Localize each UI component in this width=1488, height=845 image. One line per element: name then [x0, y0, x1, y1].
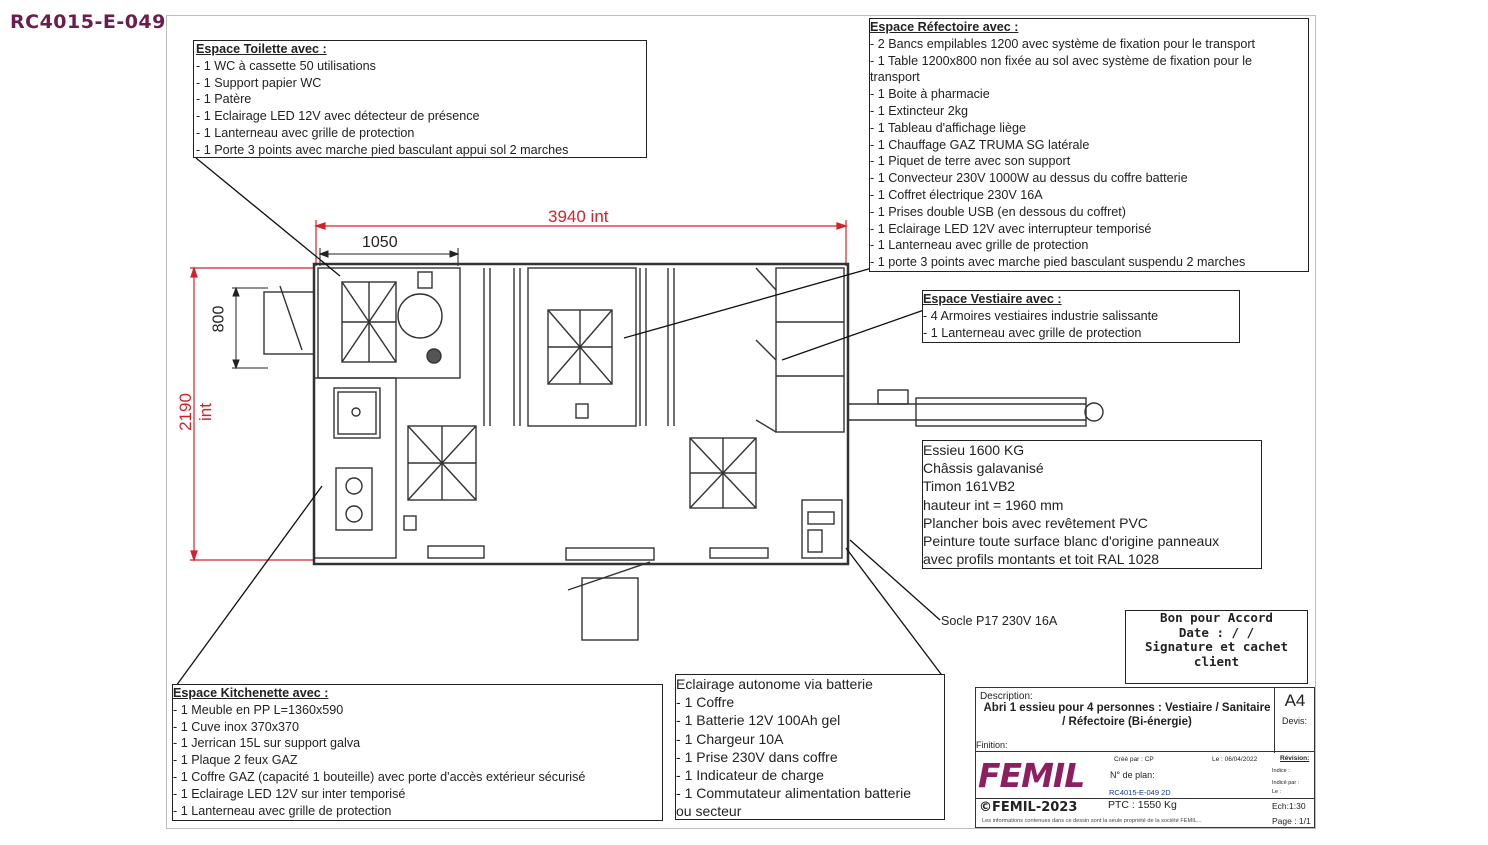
- door-width-dimension: 800: [210, 305, 228, 333]
- description-label: Description:: [980, 691, 1033, 702]
- drawing-sheet-border: [166, 15, 1316, 829]
- list-item: - 1 Piquet de terre avec son support: [870, 154, 1071, 169]
- spec-item: Essieu 1600 KG: [923, 442, 1025, 458]
- list-item: - 2 Bancs empilables 1200 avec système d…: [870, 36, 1256, 51]
- spec-item: Plancher bois avec revêtement PVC: [923, 514, 1148, 531]
- list-item: - 1 Support papier WC: [196, 75, 322, 90]
- list-item: - 1 Coffre: [676, 694, 735, 711]
- list-item: - 1 Prises double USB (en dessous du cof…: [870, 204, 1126, 219]
- list-item: - 1 Batterie 12V 100Ah gel: [676, 712, 841, 729]
- list-item: - 1 Table 1200x800 non fixée au sol avec…: [870, 53, 1253, 68]
- legal-notice: Les informations contenues dans ce dessi…: [982, 818, 1202, 824]
- vestiaire-box: Espace Vestiaire avec : - 4 Armoires ves…: [922, 290, 1240, 343]
- list-item: - 1 Boite à pharmacie: [870, 87, 990, 102]
- finition-label: Finition:: [976, 740, 1008, 750]
- format-label: A4: [1274, 688, 1315, 713]
- list-item: - 1 WC à cassette 50 utilisations: [196, 58, 376, 73]
- eclairage-box: Eclairage autonome via batterie - 1 Coff…: [675, 674, 945, 820]
- dimension-lines: [190, 220, 848, 562]
- list-item: - 1 Lanterneau avec grille de protection: [870, 238, 1089, 253]
- list-item: - 1 Chauffage GAZ TRUMA SG latérale: [870, 137, 1090, 152]
- plan-label: N° de plan:: [1110, 770, 1155, 780]
- page-number: Page : 1/1: [1272, 816, 1311, 826]
- list-item: - 1 Coffret électrique 230V 16A: [870, 187, 1043, 202]
- approval-box: Bon pour Accord Date : / / Signature et …: [1125, 610, 1308, 684]
- list-item: - 1 Convecteur 230V 1000W au dessus du c…: [870, 171, 1188, 186]
- femil-logo: FEMIL: [978, 756, 1085, 795]
- divider: [976, 798, 1314, 799]
- indice-date-label: Le :: [1272, 789, 1282, 795]
- revision-label: Révision:: [1280, 755, 1310, 762]
- description-text: Abri 1 essieu pour 4 personnes : Vestiai…: [983, 702, 1271, 728]
- list-item: - 1 Lanterneau avec grille de protection: [196, 125, 415, 140]
- vestiaire-title: Espace Vestiaire avec :: [923, 292, 1062, 306]
- created-by: Créé par : CP: [1114, 756, 1154, 763]
- list-item: transport: [870, 70, 920, 85]
- divider: [976, 751, 1314, 752]
- spec-item: Châssis galavanisé: [923, 460, 1044, 477]
- creation-date: Le : 06/04/2022: [1212, 756, 1258, 763]
- list-item: - 1 porte 3 points avec marche pied basc…: [870, 255, 1246, 270]
- list-item: - 1 Eclairage LED 12V sur inter temporis…: [173, 786, 406, 801]
- list-item: - 1 Patère: [196, 92, 252, 107]
- toilette-box: Espace Toilette avec : - 1 WC à cassette…: [193, 40, 647, 158]
- list-item: - 1 Meuble en PP L=1360x590: [173, 702, 344, 717]
- title-block: Description: Abri 1 essieu pour 4 person…: [975, 687, 1315, 828]
- copyright: ©FEMIL-2023: [979, 800, 1078, 815]
- kitchenette-title: Espace Kitchenette avec :: [173, 686, 329, 700]
- toilette-title: Espace Toilette avec :: [196, 42, 327, 56]
- spec-item: avec profils montants et toit RAL 1028: [923, 551, 1160, 568]
- list-item: - 1 Eclairage LED 12V avec détecteur de …: [196, 109, 480, 124]
- socle-label: Socle P17 230V 16A: [941, 614, 1058, 628]
- refectoire-box: Espace Réfectoire avec : - 2 Bancs empil…: [869, 18, 1309, 272]
- list-item: - 4 Armoires vestiaires industrie saliss…: [923, 308, 1159, 323]
- list-item: - 1 Lanterneau avec grille de protection: [923, 325, 1142, 340]
- kitchenette-box: Espace Kitchenette avec : - 1 Meuble en …: [172, 684, 663, 821]
- scale: Ech:1:30: [1272, 801, 1306, 811]
- list-item: - 1 Coffre GAZ (capacité 1 bouteille) av…: [173, 769, 586, 784]
- length-dimension: 3940 int: [548, 207, 609, 226]
- eclairage-title: Eclairage autonome via batterie: [676, 676, 873, 692]
- list-item: - 1 Extincteur 2kg: [870, 103, 969, 118]
- list-item: - 1 Jerrican 15L sur support galva: [173, 736, 361, 751]
- list-item: - 1 Indicateur de charge: [676, 767, 824, 784]
- devis-label: Devis:: [1274, 713, 1314, 753]
- list-item: - 1 Lanterneau avec grille de protection: [173, 803, 392, 818]
- spec-item: Timon 161VB2: [923, 478, 1016, 495]
- list-item: - 1 Porte 3 points avec marche pied basc…: [196, 142, 569, 157]
- approval-title: Bon pour Accord: [1160, 610, 1273, 625]
- toilet-width-dimension: 1050: [362, 234, 398, 251]
- list-item: - 1 Plaque 2 feux GAZ: [173, 753, 298, 768]
- list-item: ou secteur: [676, 803, 742, 820]
- refectoire-title: Espace Réfectoire avec :: [870, 20, 1019, 34]
- approval-signature: Signature et cachet client: [1145, 639, 1288, 669]
- list-item: - 1 Chargeur 10A: [676, 730, 784, 747]
- indice-by-label: Indicé par :: [1272, 780, 1300, 786]
- list-item: - 1 Eclairage LED 12V avec interrupteur …: [870, 221, 1152, 236]
- reference-title: RC4015-E-049: [10, 11, 166, 33]
- width-dimension: 2190 int: [176, 393, 215, 431]
- list-item: - 1 Tableau d'affichage liège: [870, 120, 1026, 135]
- plan-number: RC4015-E-049 2D: [1109, 788, 1171, 797]
- approval-date: Date : / /: [1178, 624, 1255, 640]
- list-item: - 1 Commutateur alimentation batterie: [676, 785, 912, 802]
- ptc-weight: PTC : 1550 Kg: [1108, 799, 1177, 811]
- spec-item: hauteur int = 1960 mm: [923, 496, 1064, 513]
- specs-box: Essieu 1600 KG Châssis galavanisé Timon …: [922, 440, 1262, 569]
- spec-item: Peinture toute surface blanc d'origine p…: [923, 533, 1220, 550]
- indice-label: Indice :: [1272, 768, 1290, 774]
- list-item: - 1 Cuve inox 370x370: [173, 719, 300, 734]
- list-item: - 1 Prise 230V dans coffre: [676, 748, 838, 765]
